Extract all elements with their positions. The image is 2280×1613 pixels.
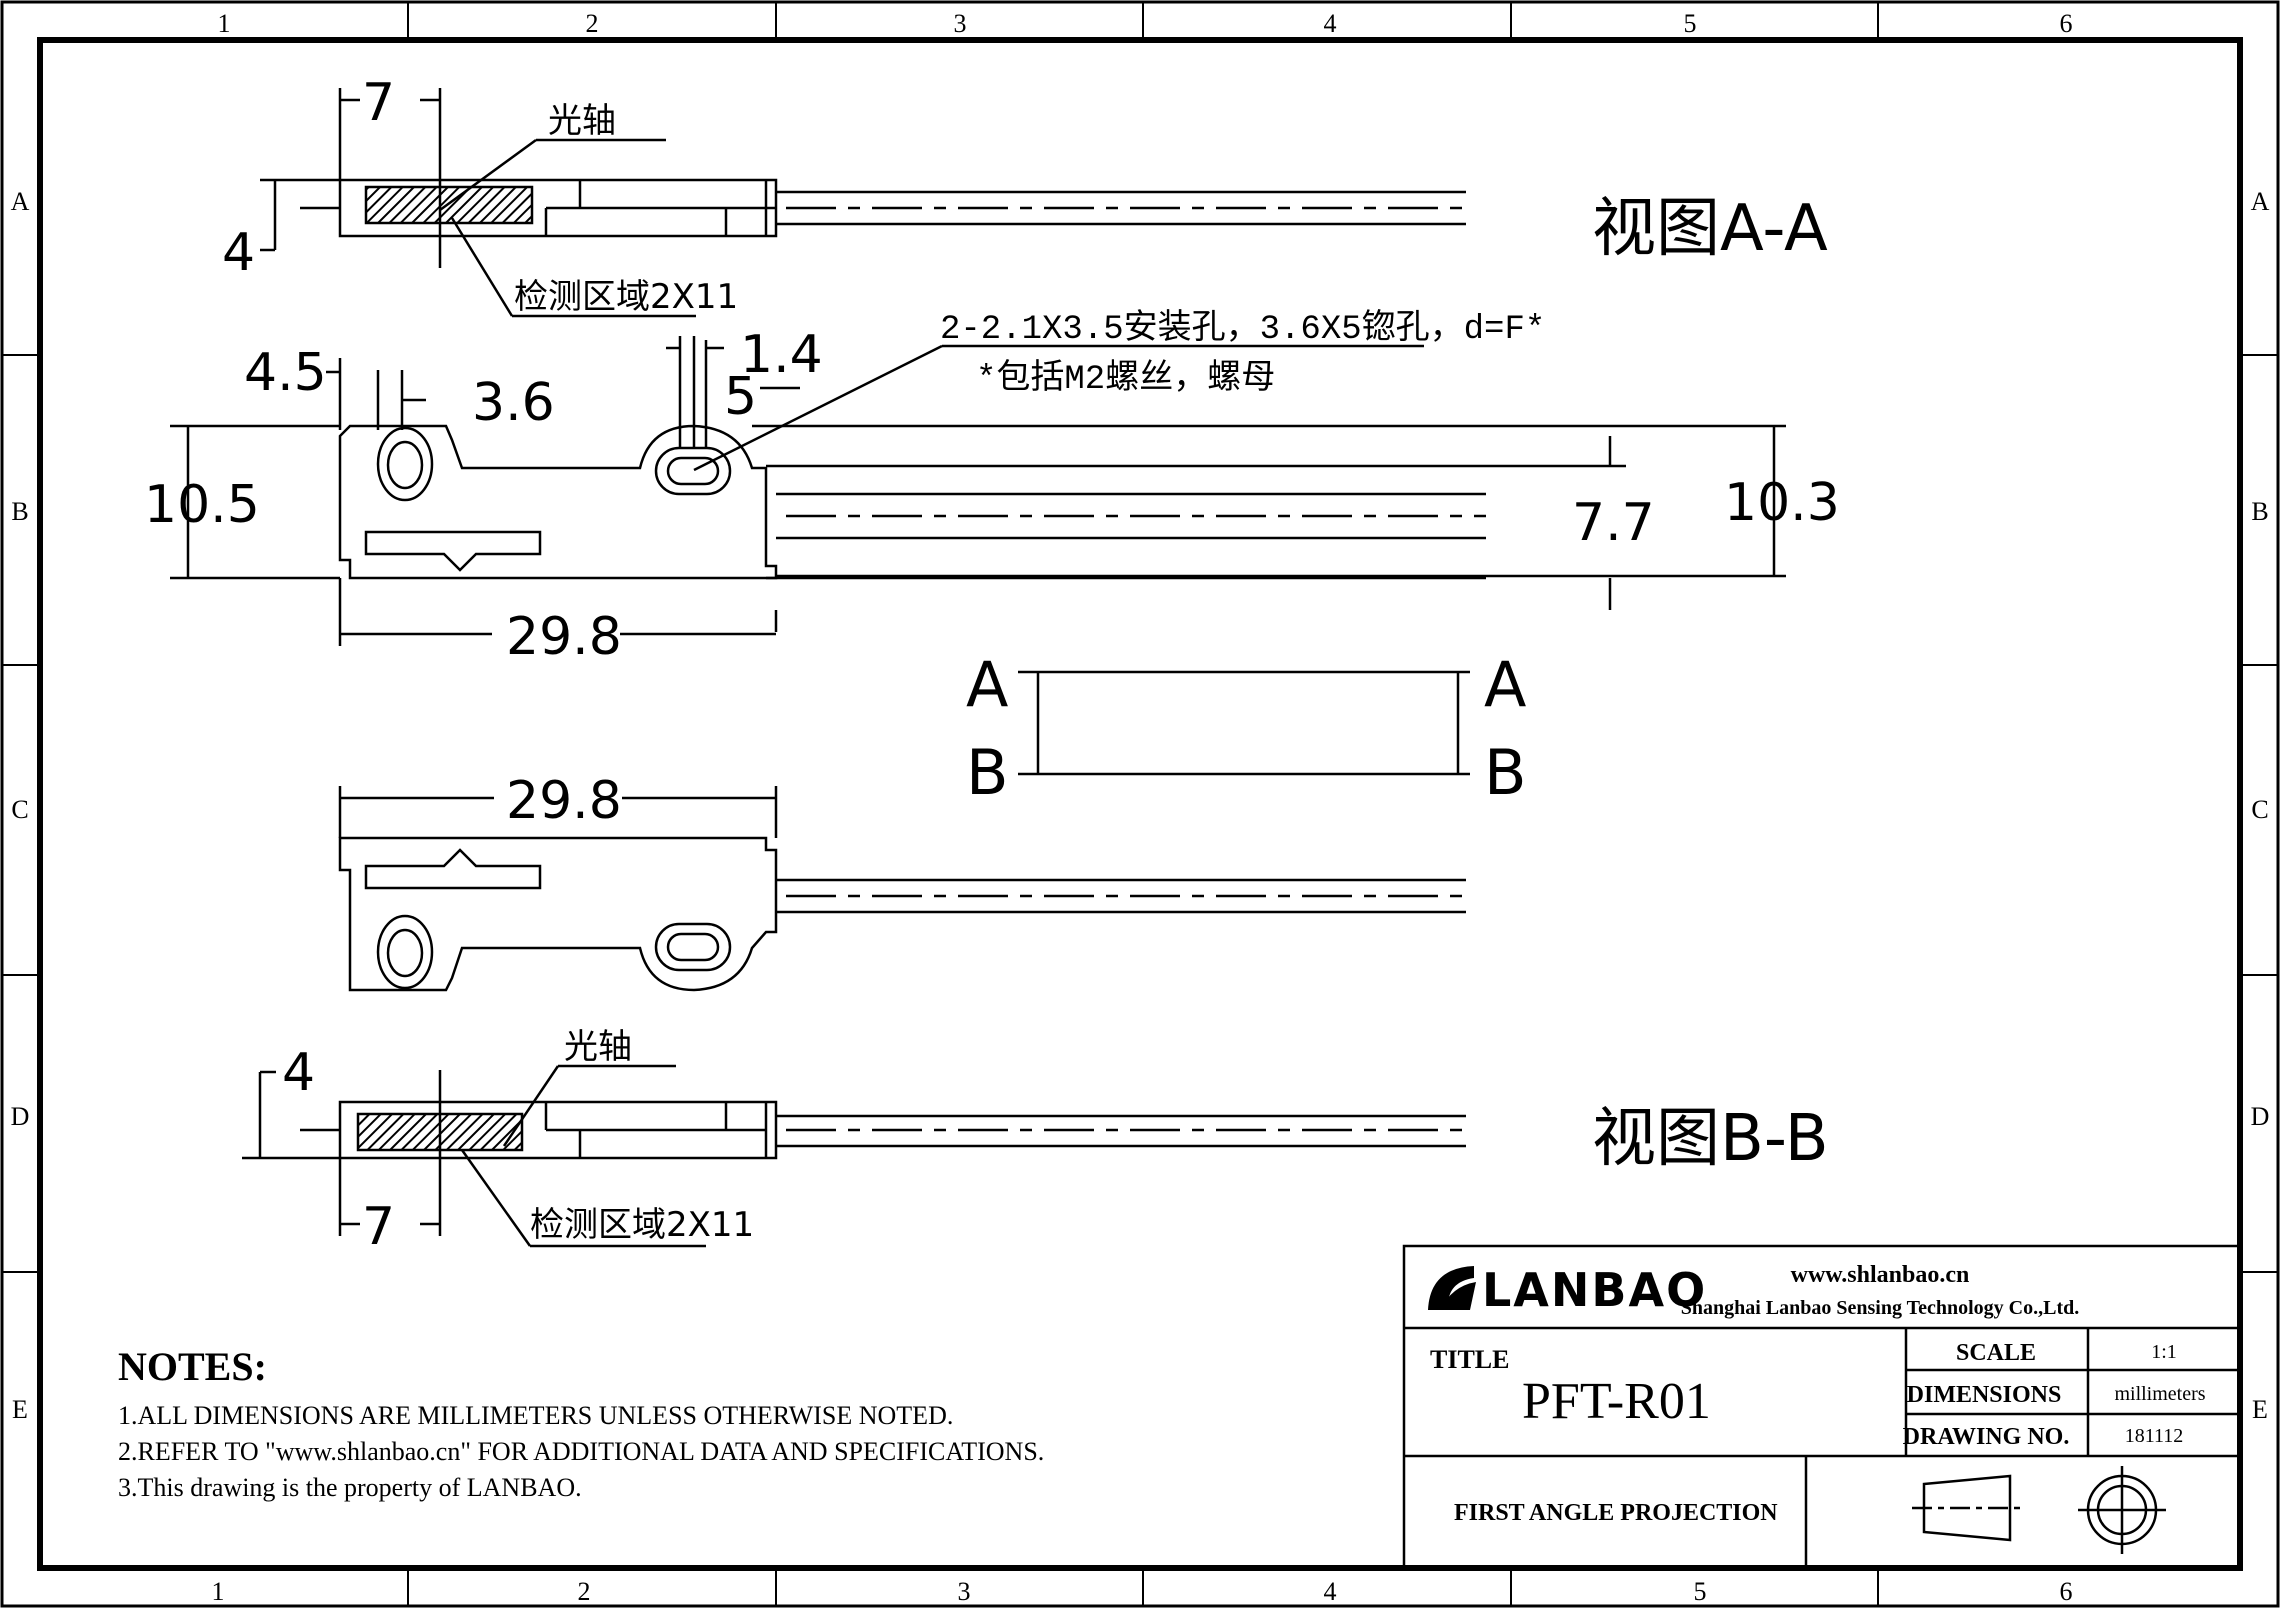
mount-hole-note: 2-2.1X3.5安装孔，3.6X5锪孔，d=F* xyxy=(940,308,1545,349)
lanbao-logo-mark xyxy=(1428,1266,1474,1310)
section-a-right: A xyxy=(1484,648,1526,721)
grid-col-3: 3 xyxy=(954,9,967,38)
aa-detection-area xyxy=(364,185,534,225)
side-view-mirrored xyxy=(338,786,1466,992)
grid-col-3-bottom: 3 xyxy=(958,1577,971,1606)
note-3: 3.This drawing is the property of LANBAO… xyxy=(118,1473,582,1502)
note-1: 1.ALL DIMENSIONS ARE MILLIMETERS UNLESS … xyxy=(118,1401,953,1430)
note-2: 2.REFER TO "www.shlanbao.cn" FOR ADDITIO… xyxy=(118,1437,1044,1466)
side-body-outline xyxy=(338,424,778,580)
company-website: www.shlanbao.cn xyxy=(1791,1262,1970,1288)
dim-10-5: 10.5 xyxy=(144,475,260,535)
grid-col-2: 2 xyxy=(586,9,599,38)
grid-row-d: D xyxy=(11,1102,30,1131)
title-block xyxy=(1402,1244,2242,1570)
inner-border xyxy=(37,37,2243,1571)
view-aa xyxy=(260,88,1466,318)
drawing-no-value: 181112 xyxy=(2125,1425,2184,1447)
grid-col-6: 6 xyxy=(2060,9,2073,38)
projection-label: FIRST ANGLE PROJECTION xyxy=(1454,1500,1778,1526)
view-bb xyxy=(242,1064,1466,1248)
dim-4-5: 4.5 xyxy=(244,343,327,403)
aa-dim-7: 7 xyxy=(362,73,395,133)
dim-3-6: 3.6 xyxy=(472,373,555,433)
grid-col-5: 5 xyxy=(1684,9,1697,38)
dim-5: 5 xyxy=(724,367,757,427)
grid-row-e: E xyxy=(12,1395,28,1424)
dim-1-4: 1.4 xyxy=(740,325,823,385)
aa-detection-area-label: 检测区域2X11 xyxy=(514,277,738,317)
dimensions-label: DIMENSIONS xyxy=(1907,1382,2062,1408)
grid-col-1: 1 xyxy=(218,9,231,38)
scale-value: 1:1 xyxy=(2151,1341,2177,1363)
grid-row-e-right: E xyxy=(2252,1395,2268,1424)
grid-col-2-bottom: 2 xyxy=(578,1577,591,1606)
grid-col-6-bottom: 6 xyxy=(2060,1577,2073,1606)
dimensions-value: millimeters xyxy=(2114,1383,2205,1405)
grid-row-a: A xyxy=(11,187,30,216)
side-view xyxy=(170,336,1786,646)
title-value: PFT-R01 xyxy=(1522,1373,1711,1430)
bb-dim-7: 7 xyxy=(362,1197,395,1257)
dim-10-3: 10.3 xyxy=(1724,473,1840,533)
grid-col-4: 4 xyxy=(1324,9,1337,38)
grid-col-4-bottom: 4 xyxy=(1324,1577,1337,1606)
grid-row-a-right: A xyxy=(2251,187,2270,216)
section-a-left: A xyxy=(966,648,1008,721)
aa-view-title: 视图A-A xyxy=(1592,192,1828,266)
company-name: Shanghai Lanbao Sensing Technology Co.,L… xyxy=(1681,1297,2080,1319)
dim-7-7: 7.7 xyxy=(1572,493,1655,553)
drawing-no-label: DRAWING NO. xyxy=(1903,1424,2070,1450)
grid-col-1-bottom: 1 xyxy=(212,1577,225,1606)
aa-optical-axis-label: 光轴 xyxy=(548,101,616,141)
bb-detection-area-label: 检测区域2X11 xyxy=(530,1205,754,1245)
grid-col-5-bottom: 5 xyxy=(1694,1577,1707,1606)
grid-row-c: C xyxy=(11,795,28,824)
bb-optical-axis-label: 光轴 xyxy=(564,1027,632,1067)
bb-view-title: 视图B-B xyxy=(1592,1102,1829,1176)
grid-row-d-right: D xyxy=(2251,1102,2270,1131)
grid-row-b-right: B xyxy=(2251,497,2268,526)
scale-label: SCALE xyxy=(1956,1340,2036,1366)
mirrored-body-outline xyxy=(338,836,778,992)
section-indicator xyxy=(1018,670,1470,776)
dim-29-8-bottom: 29.8 xyxy=(506,771,622,831)
lanbao-logo: LANBAO xyxy=(1428,1263,1707,1317)
section-b-right: B xyxy=(1484,736,1527,809)
bb-dim-4: 4 xyxy=(282,1043,315,1103)
dim-29-8-top: 29.8 xyxy=(506,607,622,667)
grid-row-b: B xyxy=(11,497,28,526)
aa-dim-4: 4 xyxy=(222,223,255,283)
grid-row-c-right: C xyxy=(2251,795,2268,824)
title-label: TITLE xyxy=(1430,1345,1510,1374)
section-b-left: B xyxy=(966,736,1009,809)
mount-hole-note-2: *包括M2螺丝，螺母 xyxy=(976,358,1275,399)
notes-heading: NOTES: xyxy=(118,1344,267,1389)
logo-text: LANBAO xyxy=(1482,1263,1707,1317)
